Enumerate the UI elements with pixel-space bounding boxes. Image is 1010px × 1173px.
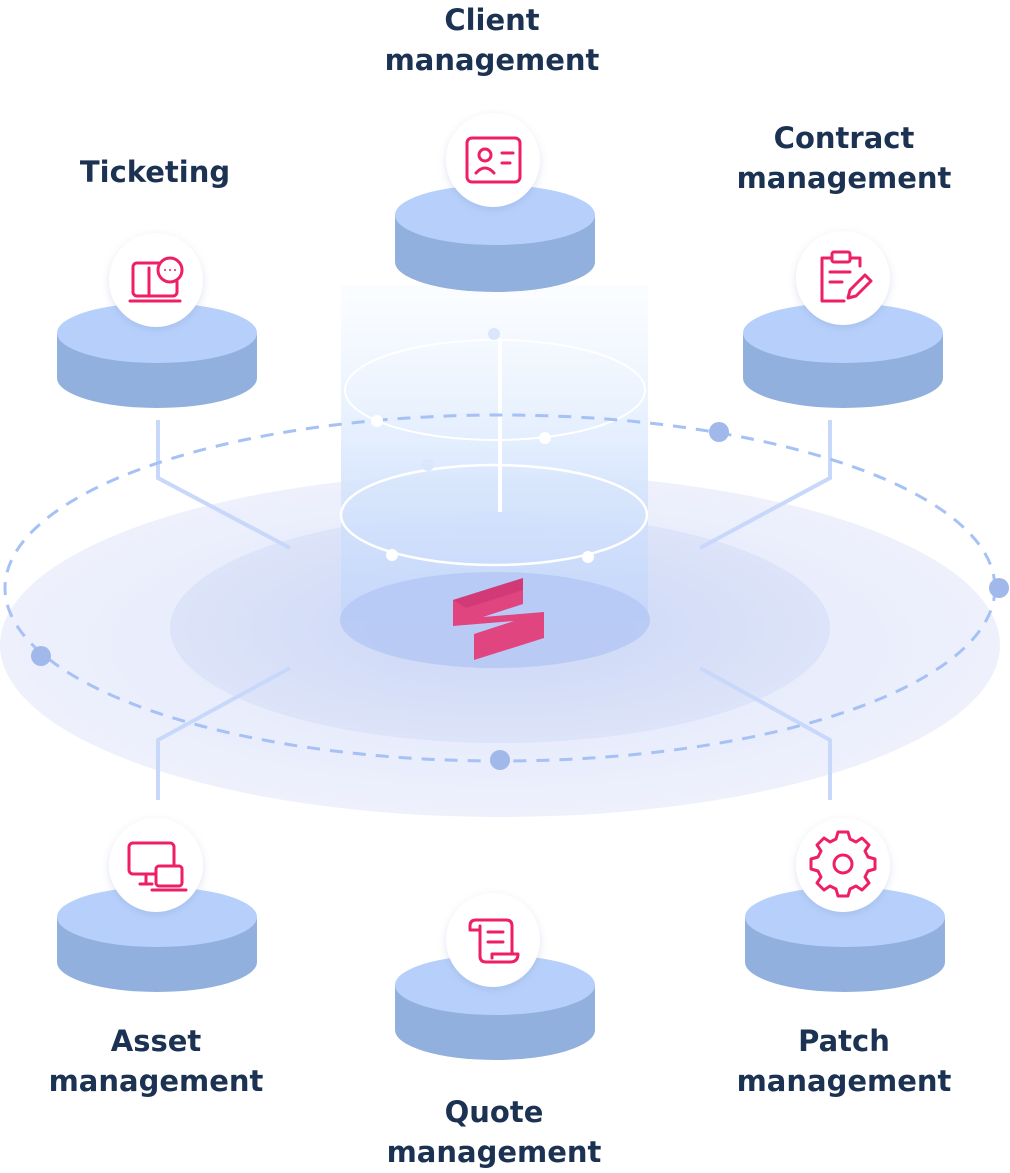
node-asset[interactable] — [109, 818, 203, 912]
connector-ticketing — [156, 420, 291, 550]
orbit-dot — [709, 422, 729, 442]
lower-beam-ring — [339, 463, 649, 567]
node-client[interactable] — [446, 113, 540, 207]
ring-dot — [539, 432, 551, 444]
devices-icon — [127, 841, 188, 892]
platform-contract — [743, 303, 943, 408]
orbit-dot — [31, 646, 51, 666]
ring-dot — [582, 551, 594, 563]
platform-client — [395, 185, 595, 292]
platform-patch — [745, 887, 945, 992]
brand-logo-icon — [453, 578, 544, 660]
gear-icon — [809, 830, 877, 898]
platform-quote — [395, 955, 595, 1060]
orbit-dot — [490, 750, 510, 770]
connector-patch — [699, 666, 832, 800]
node-patch[interactable] — [796, 818, 890, 912]
ring-dot — [386, 549, 398, 561]
node-ticketing[interactable] — [109, 233, 203, 327]
upper-beam-ring — [344, 339, 646, 441]
scroll-icon — [468, 918, 520, 964]
connector-contract — [699, 420, 832, 550]
node-contract[interactable] — [796, 231, 890, 325]
label-ticketing: Ticketing — [79, 155, 231, 189]
connector-asset — [156, 666, 291, 800]
platform-ticketing — [57, 303, 257, 408]
ring-dot — [422, 459, 434, 471]
clipboard-edit-icon — [820, 250, 873, 303]
platform-asset — [57, 887, 257, 992]
ring-dot — [488, 328, 500, 340]
contact-card-icon — [465, 136, 522, 184]
ticket-chat-icon — [128, 256, 184, 303]
ring-dot — [371, 415, 383, 427]
node-quote[interactable] — [446, 893, 540, 987]
orbit-dot — [989, 578, 1009, 598]
